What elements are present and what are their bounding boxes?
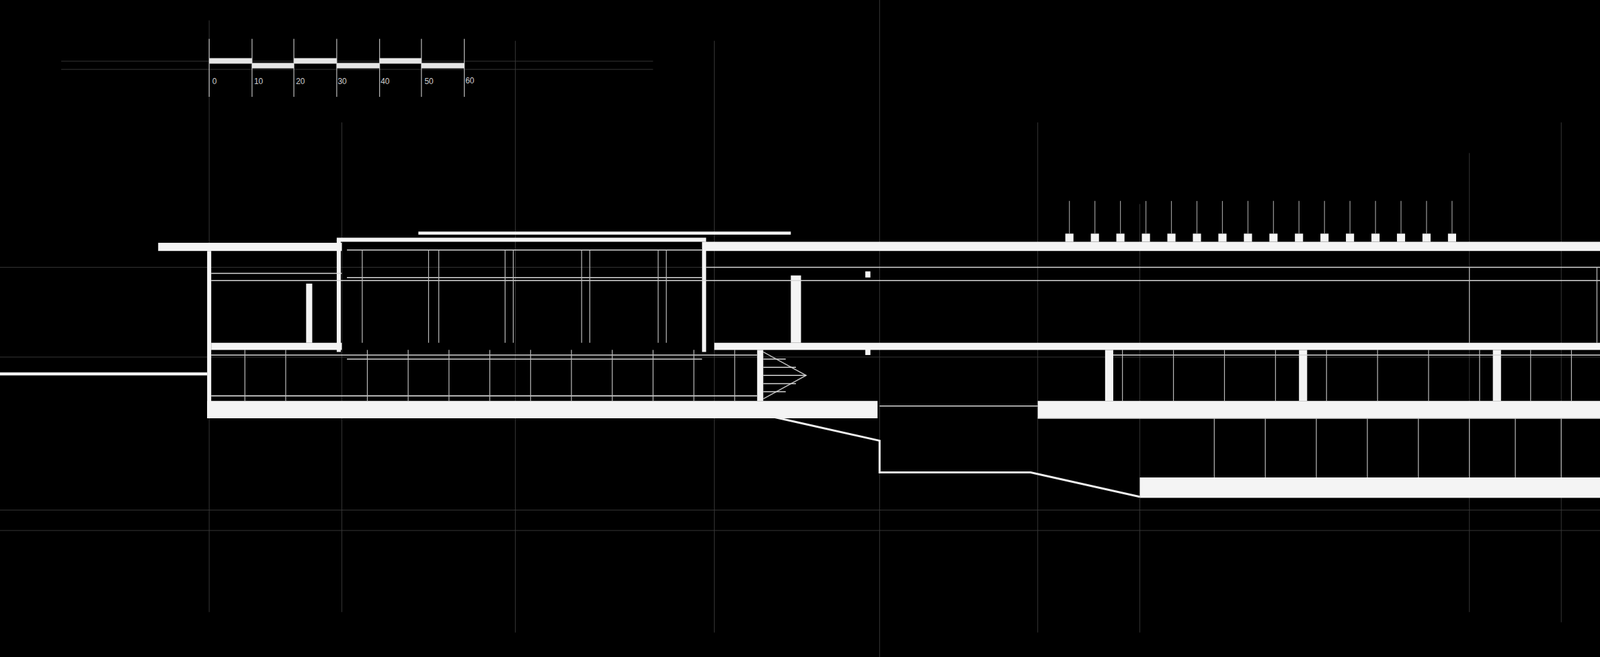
- scale-number: 40: [380, 77, 390, 86]
- scale-number: 30: [337, 77, 347, 86]
- scale-number: 20: [295, 77, 305, 86]
- rafter-lines: [1069, 201, 1453, 234]
- roof-rafters: [1065, 233, 1457, 242]
- scale-bar: [209, 38, 464, 97]
- slabs-and-walls: [0, 231, 1600, 498]
- thin-section-lines: [211, 250, 1600, 497]
- scale-number: 10: [254, 77, 263, 86]
- window-mullions: [244, 250, 1597, 478]
- scale-number: 50: [424, 77, 433, 86]
- scale-number: 60: [465, 76, 474, 85]
- scale-number: 0: [212, 77, 218, 86]
